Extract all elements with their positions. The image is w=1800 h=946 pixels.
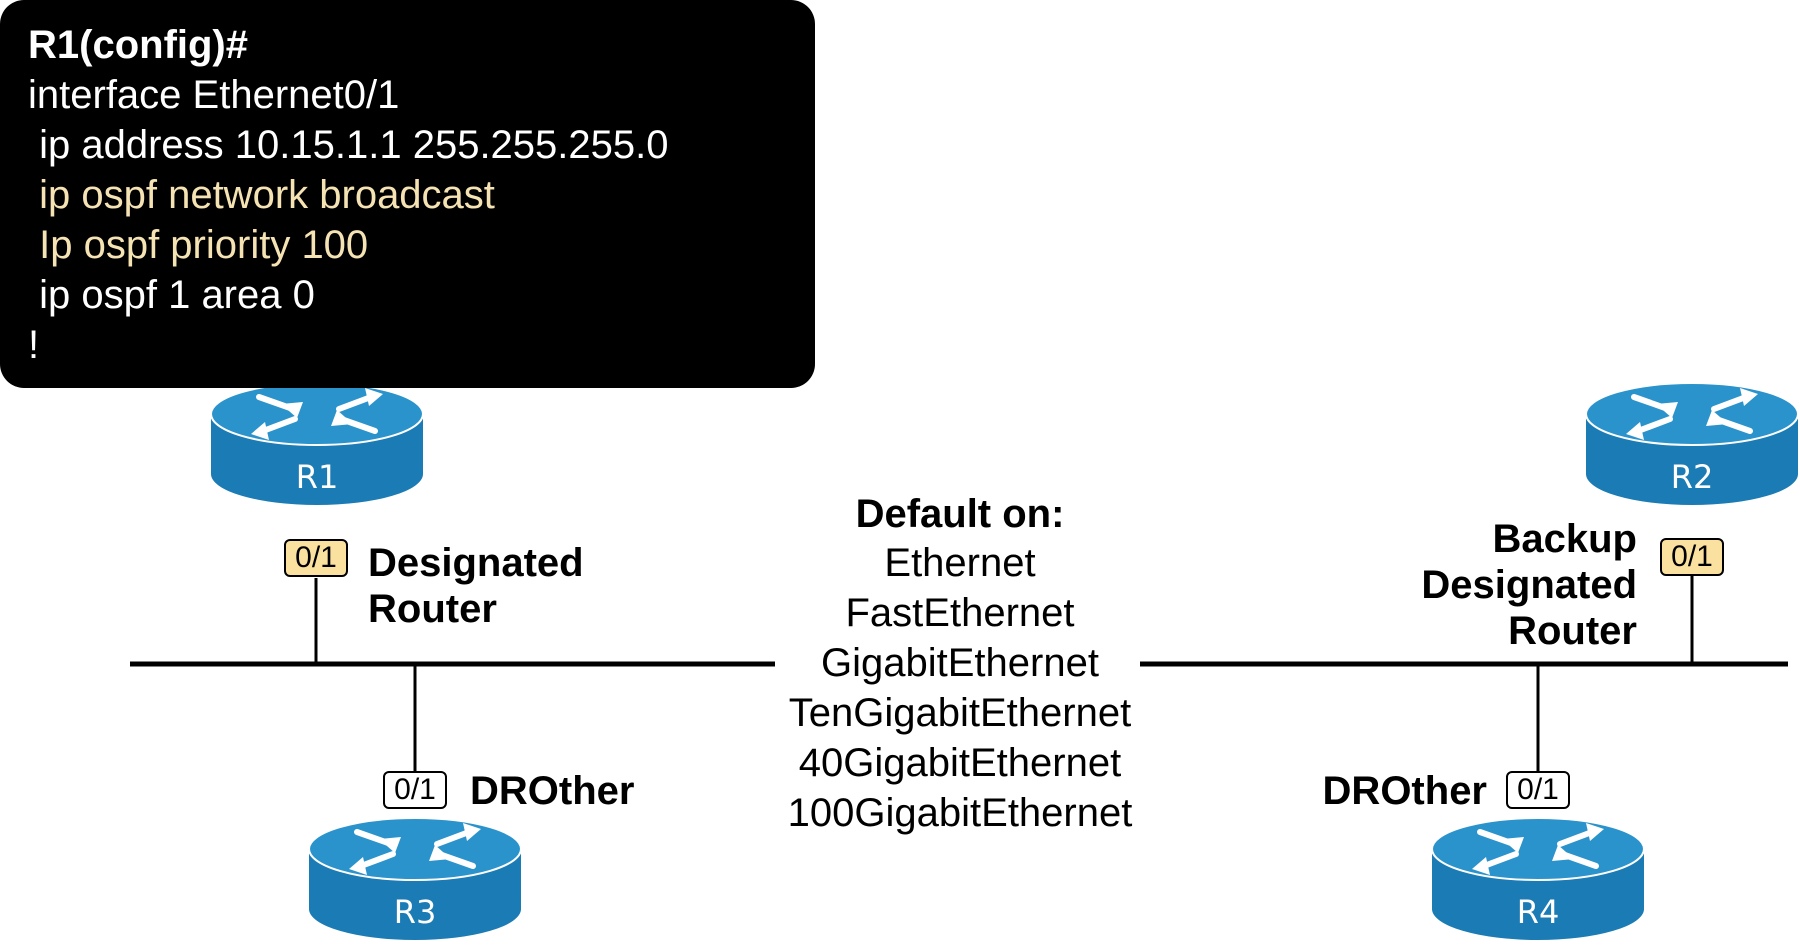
default-on-heading: Default on: <box>855 492 1065 536</box>
console-line-highlight: Ip ospf priority 100 <box>28 223 369 267</box>
router-icon: R4 <box>1431 817 1645 940</box>
r3-role-label: DROther <box>470 769 635 813</box>
config-console: R1(config)# interface Ethernet0/1 ip add… <box>0 0 815 388</box>
r3-port-badge: 0/1 <box>383 771 447 809</box>
interface-type: 100GigabitEthernet <box>787 791 1133 835</box>
interface-type: 40GigabitEthernet <box>798 741 1122 785</box>
interface-type: Ethernet <box>884 541 1036 585</box>
router-icon: R2 <box>1585 382 1799 505</box>
console-line: interface Ethernet0/1 <box>28 73 400 117</box>
console-line: ! <box>28 323 40 367</box>
r1-port-badge: 0/1 <box>284 539 348 577</box>
router-r4-label: R4 <box>1517 893 1560 931</box>
router-r2-label: R2 <box>1671 458 1714 496</box>
r1-role-line: Router <box>368 587 497 631</box>
r2-role-line: Router <box>1508 609 1637 653</box>
console-line-highlight: ip ospf network broadcast <box>28 173 495 217</box>
default-interfaces-list: Default on: Ethernet FastEthernet Gigabi… <box>760 490 1160 838</box>
console-line: ip address 10.15.1.1 255.255.255.0 <box>28 123 669 167</box>
router-icon: R1 <box>210 382 424 505</box>
r2-role-line: Backup <box>1492 517 1638 561</box>
interface-type: TenGigabitEthernet <box>788 691 1132 735</box>
console-line: ip ospf 1 area 0 <box>28 273 315 317</box>
r2-role-line: Designated <box>1421 563 1637 607</box>
r4-role-label: DROther <box>1322 769 1487 813</box>
r2-port-badge: 0/1 <box>1660 538 1724 576</box>
interface-type: GigabitEthernet <box>821 641 1099 685</box>
console-prompt: R1(config)# <box>28 23 248 67</box>
router-r3-label: R3 <box>394 893 437 931</box>
r2-role-label: Backup Designated Router <box>1300 516 1637 654</box>
r1-role-line: Designated <box>368 541 584 585</box>
interface-type: FastEthernet <box>845 591 1075 635</box>
r1-role-label: Designated Router <box>368 540 584 632</box>
r4-port-badge: 0/1 <box>1506 771 1570 809</box>
router-icon: R3 <box>308 817 522 940</box>
router-r1-label: R1 <box>296 458 339 496</box>
